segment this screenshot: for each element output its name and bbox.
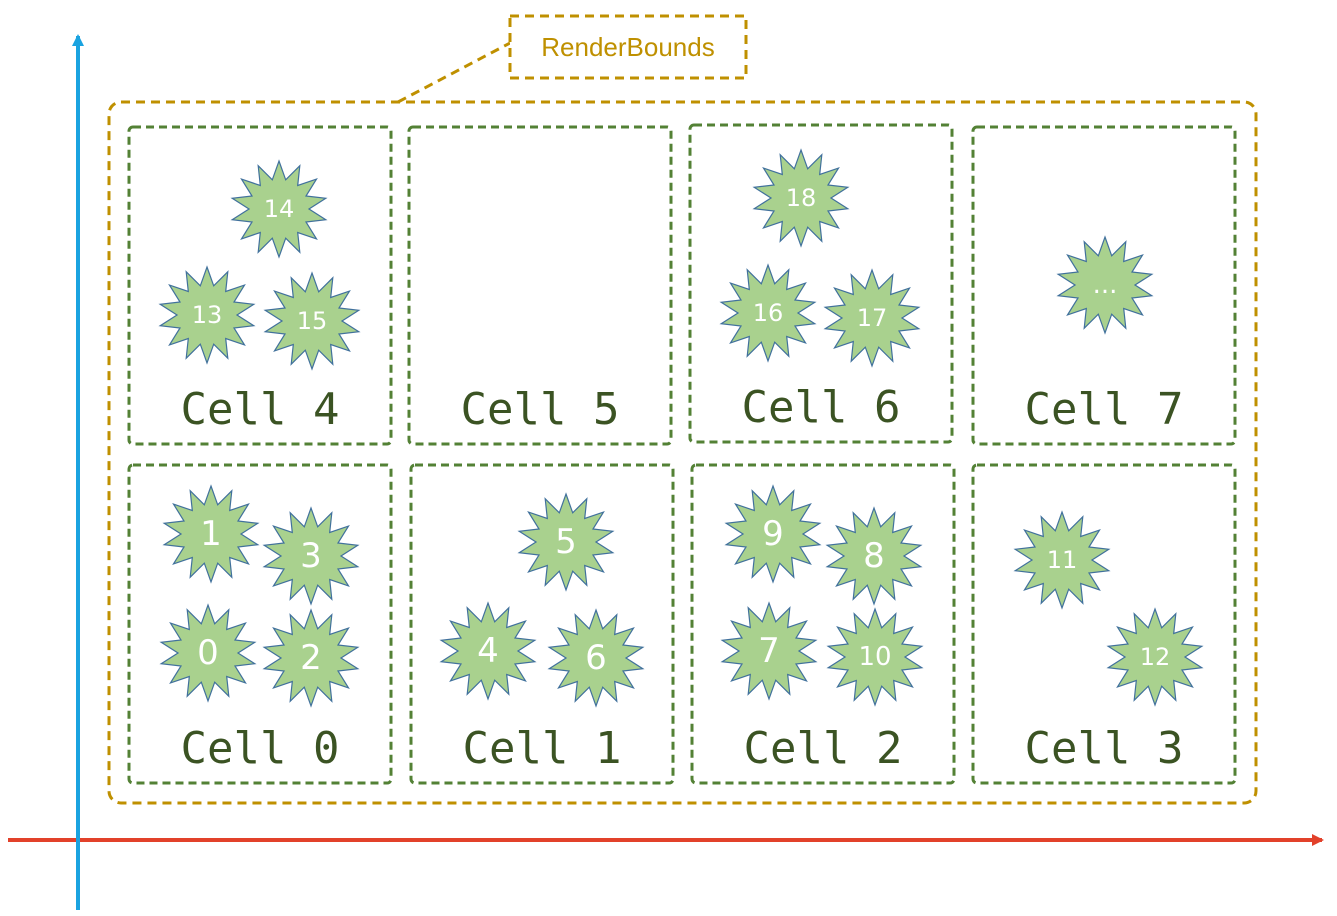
object-star-icon: [158, 265, 256, 365]
object-id-label: 13: [192, 301, 223, 329]
object-id-label: 15: [297, 307, 328, 335]
cell-label: Cell 2: [744, 723, 903, 774]
cell-border: [971, 125, 1237, 446]
cell-border: [127, 463, 393, 785]
object-star-icon: [1013, 510, 1111, 610]
object-star-icon: [720, 601, 818, 701]
object-star-icon: [752, 148, 850, 248]
object-id-label: 14: [264, 195, 295, 223]
object-id-label: 8: [863, 536, 885, 576]
object-star-icon: [159, 603, 257, 703]
object-id-label: 18: [786, 184, 817, 212]
object-star-icon: [1106, 607, 1204, 707]
object-id-label: 5: [555, 522, 577, 562]
object-id-label: 0: [197, 633, 219, 673]
cell-border: [688, 123, 954, 444]
object-id-label: 9: [762, 514, 784, 554]
cell-border: [127, 125, 393, 446]
object-id-label: ...: [1093, 270, 1118, 300]
object-star-icon: [262, 506, 360, 606]
cell-border: [407, 125, 673, 446]
object-id-label: 16: [753, 299, 784, 327]
cell-border: [690, 463, 956, 785]
object-star-icon: [262, 608, 360, 708]
object-star-icon: [1056, 235, 1154, 335]
object-id-label: 12: [1140, 643, 1171, 671]
object-id-label: 3: [300, 536, 322, 576]
cell-cell-5: Cell 5: [407, 125, 673, 446]
cell-border: [409, 463, 675, 785]
object-id-label: 7: [758, 631, 780, 671]
object-star-icon: [162, 484, 260, 584]
render-bounds-label-box: [508, 14, 748, 80]
cell-label: Cell 4: [181, 384, 340, 435]
object-id-label: 2: [300, 638, 322, 678]
object-star-icon: [230, 159, 328, 259]
object-id-label: 17: [857, 304, 888, 332]
object-id-label: 6: [585, 638, 607, 678]
cell-label: Cell 3: [1025, 723, 1184, 774]
cell-label: Cell 5: [461, 384, 620, 435]
object-star-icon: [517, 492, 615, 592]
render-bounds-box: [107, 100, 1258, 805]
cell-label: Cell 6: [742, 382, 901, 433]
object-id-label: 4: [477, 631, 499, 671]
object-star-icon: [263, 271, 361, 371]
cell-border: [971, 463, 1237, 785]
cell-label: Cell 0: [181, 723, 340, 774]
cell-label: Cell 7: [1025, 384, 1184, 435]
render-bounds-connector: [397, 41, 511, 104]
object-id-label: 10: [858, 642, 891, 672]
cell-cell-7: ... Cell 7: [971, 125, 1237, 446]
object-star-icon: [825, 506, 923, 606]
object-star-icon: [724, 484, 822, 584]
object-star-icon: [547, 608, 645, 708]
object-star-icon: [826, 607, 924, 707]
object-id-label: 11: [1047, 546, 1078, 574]
object-star-icon: [439, 601, 537, 701]
object-id-label: 1: [200, 514, 222, 554]
cell-label: Cell 1: [463, 723, 622, 774]
render-bounds-label: RenderBounds: [541, 32, 714, 62]
object-star-icon: [823, 268, 921, 368]
object-star-icon: [719, 263, 817, 363]
